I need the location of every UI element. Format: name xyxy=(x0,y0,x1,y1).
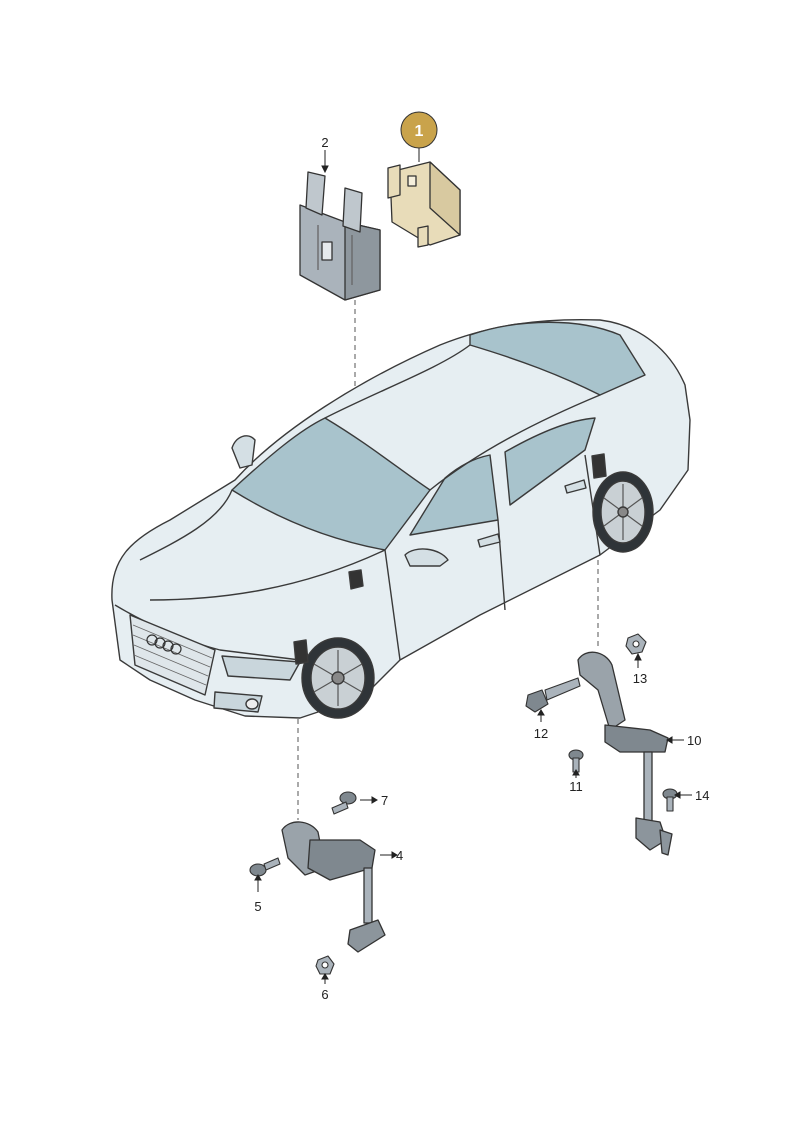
nut-6 xyxy=(315,955,335,975)
callouts: 1 2 7 4 5 6 10 11 12 13 14 xyxy=(254,111,709,1002)
callout-5: 5 xyxy=(254,899,261,914)
rear-wheel xyxy=(592,471,654,553)
bolt-7 xyxy=(331,791,357,815)
bolt-5 xyxy=(249,857,281,877)
mount-marker-rear-axle xyxy=(591,453,607,479)
bolt-12 xyxy=(525,677,581,713)
callout-2: 2 xyxy=(321,135,328,150)
rear-glass xyxy=(469,321,646,396)
car-illustration xyxy=(111,319,691,719)
logo-rings xyxy=(146,634,182,655)
part-2-control-unit xyxy=(299,171,381,301)
fasteners xyxy=(249,633,678,975)
callout-7: 7 xyxy=(381,793,388,808)
callout-badge-1 xyxy=(400,111,438,149)
callout-6: 6 xyxy=(321,987,328,1002)
callout-14: 14 xyxy=(695,788,709,803)
callout-1: 1 xyxy=(415,123,424,140)
callout-leaders xyxy=(254,148,692,984)
rear-side-window xyxy=(504,417,596,506)
screw-14 xyxy=(662,788,678,812)
side-mirror xyxy=(404,548,449,567)
screw-11 xyxy=(568,749,584,773)
part-4-front-level-sensor xyxy=(281,821,386,953)
mount-marker-front xyxy=(348,569,364,590)
front-wheel xyxy=(301,637,375,719)
headlight xyxy=(221,655,301,681)
callout-11: 11 xyxy=(569,779,583,794)
windshield xyxy=(231,417,431,551)
mount-marker-front-axle xyxy=(293,639,309,665)
nut-13 xyxy=(625,633,647,655)
callout-10: 10 xyxy=(687,733,701,748)
callout-12: 12 xyxy=(534,726,548,741)
part-10-rear-level-sensor xyxy=(577,651,673,856)
callout-13: 13 xyxy=(633,671,647,686)
callout-4: 4 xyxy=(396,848,403,863)
part-1-highlighted-module xyxy=(387,161,461,248)
